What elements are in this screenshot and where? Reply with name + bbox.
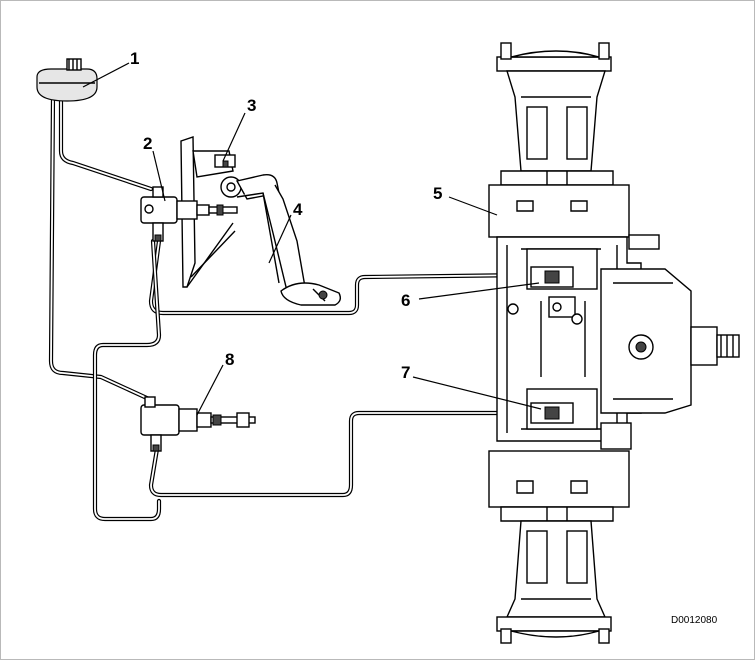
- brake-fluid-reservoir: [36, 58, 98, 102]
- callout-5: 5: [433, 184, 442, 203]
- master-cylinder-lower: [140, 396, 256, 452]
- brake-caliper-rear: [507, 303, 574, 424]
- callout-1: 1: [130, 49, 139, 68]
- master-cylinder-upper: [140, 186, 238, 242]
- axle-housing: [488, 42, 740, 644]
- callout-4: 4: [293, 200, 303, 219]
- hydraulic-lines: [48, 93, 532, 522]
- callout-8: 8: [225, 350, 234, 369]
- callout-3: 3: [247, 96, 256, 115]
- pedal-assembly: [180, 136, 342, 306]
- document-id: D0012080: [671, 615, 718, 626]
- callout-leaders: [82, 62, 542, 416]
- brake-caliper-front: [530, 266, 583, 325]
- callout-2: 2: [143, 134, 152, 153]
- callout-7: 7: [401, 363, 410, 382]
- callout-6: 6: [401, 291, 410, 310]
